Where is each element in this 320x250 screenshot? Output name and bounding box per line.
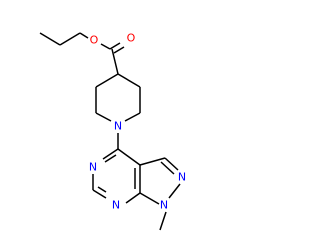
bond-pip-c4-c3 — [95, 73, 119, 88]
bond-pip-c5-c4 — [117, 73, 141, 88]
bond-o-ester-carbonyl — [100, 43, 111, 50]
bond-carbonyl-double-a — [109, 42, 121, 50]
bond-pyr-n1-c7a — [125, 192, 141, 204]
bond-pyr-c3a-c4 — [117, 148, 141, 166]
bond-carbonyl-double-b — [113, 46, 125, 54]
molecule-structure: O O N N N N N — [0, 0, 250, 250]
bond-pyr-c2-n1-inner — [97, 186, 107, 193]
bond-pip-n1-c6 — [124, 112, 141, 122]
atom-n-piperidine: N — [114, 120, 122, 133]
bond-pyr-c4-n3-inner — [104, 154, 117, 163]
atom-n-pyrimidine-a: N — [89, 161, 97, 174]
bond-pyr-c2-n1 — [92, 189, 107, 199]
bond-n-methyl — [159, 211, 167, 231]
atom-o-carbonyl: O — [127, 32, 136, 45]
bond-pip-c2-n1 — [95, 112, 112, 122]
atom-o-ester: O — [90, 34, 99, 47]
bond-carbonyl-to-ring — [111, 48, 119, 75]
canvas-background — [0, 0, 250, 250]
bond-ch2-o-ester — [79, 32, 89, 39]
bond-pz-n1-c7a — [139, 192, 160, 205]
atom-n-pyrimidine-b: N — [112, 199, 120, 212]
bond-pz-c3a-c3 — [139, 157, 166, 166]
bond-pz-c3-n2-a — [164, 157, 179, 171]
atom-n-pyrazole-b: N — [160, 199, 168, 212]
bond-ethyl-methyl — [39, 32, 61, 46]
bond-pyr-c4-n3 — [102, 148, 119, 160]
atom-n-pyrazole-a: N — [178, 171, 186, 184]
bond-ethyl-ch2 — [59, 32, 81, 46]
bond-pz-n2-n1 — [168, 183, 181, 199]
bond-pz-c3-n2-b — [160, 161, 175, 175]
